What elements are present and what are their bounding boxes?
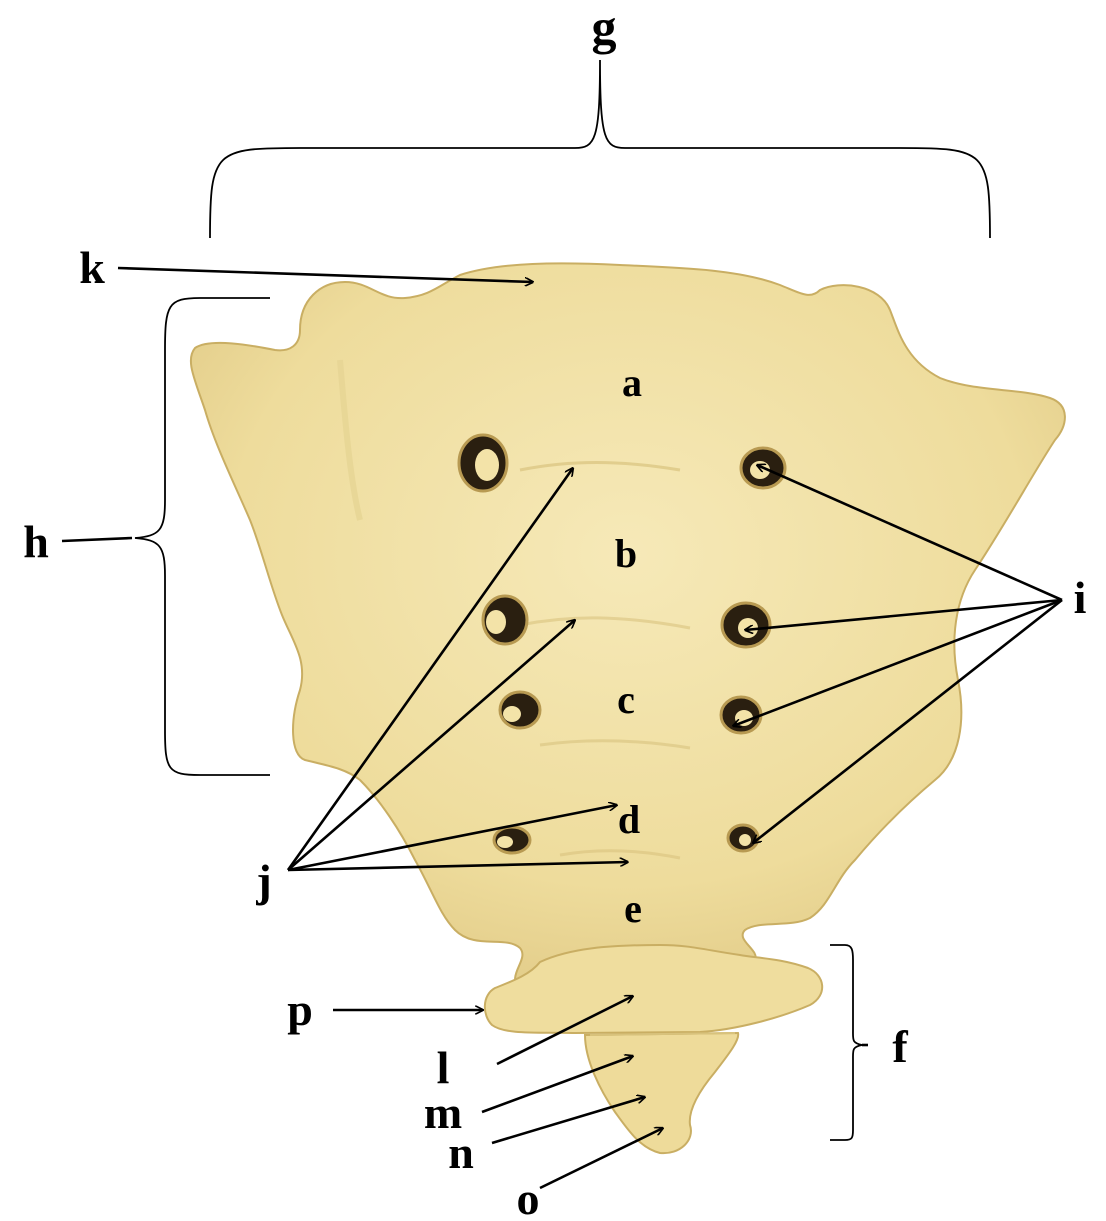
label-g: g	[592, 0, 617, 55]
coccyx-segments-2-4	[585, 1033, 738, 1153]
label-c: c	[617, 677, 635, 722]
label-o: o	[517, 1173, 540, 1221]
label-f: f	[892, 1021, 908, 1072]
label-k: k	[79, 242, 105, 293]
label-d: d	[618, 797, 640, 842]
label-j: j	[255, 855, 271, 906]
arrow-o	[540, 1128, 663, 1188]
label-e: e	[624, 886, 642, 931]
brace-g	[210, 60, 990, 238]
label-l: l	[437, 1042, 450, 1093]
label-n: n	[448, 1127, 474, 1178]
label-a: a	[622, 360, 642, 405]
label-i: i	[1074, 572, 1087, 623]
label-h: h	[23, 516, 49, 567]
brace-f	[830, 945, 862, 1140]
label-p: p	[287, 984, 313, 1035]
label-b: b	[615, 531, 637, 576]
